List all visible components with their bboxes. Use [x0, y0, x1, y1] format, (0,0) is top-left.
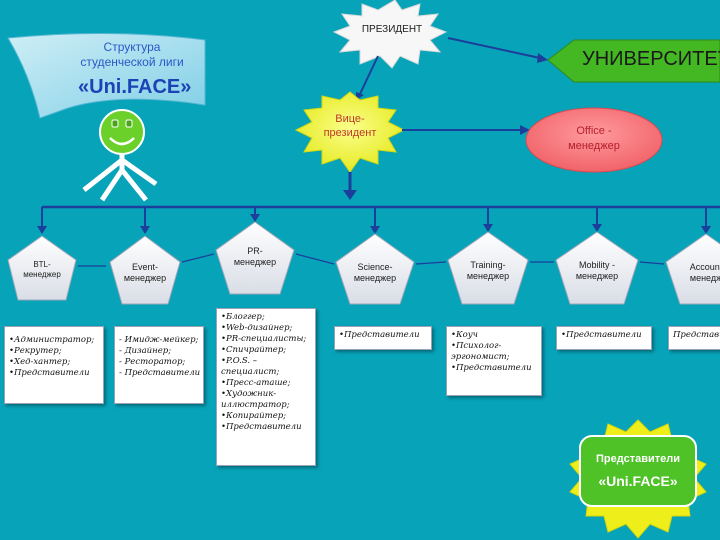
duty-item: - Имидж-мейкер; [119, 335, 199, 345]
duty-item: Представит [673, 330, 720, 340]
banner-ribbon [7, 32, 206, 119]
manager-label-btl: BTL- менеджер [23, 260, 61, 279]
duties-pr: •Блоггер; •Web-дизайнер; •PR-специалисты… [216, 308, 316, 466]
arrow-president-university [447, 37, 541, 59]
manager-label-account: Account менедж [689, 262, 720, 283]
duty-item: •Копирайтер; [221, 411, 287, 421]
manager-label-event: Event- менеджер [123, 262, 167, 283]
manager-label-mobility: Mobility - менеджер [575, 260, 619, 281]
duty-item: •Коуч [451, 330, 478, 340]
duty-item: •Хед-хантер; [9, 357, 71, 367]
duties-btl: •Администратор; •Рекрутер; •Хед-хантер; … [4, 326, 104, 404]
duty-item: •Психолог- [451, 341, 502, 351]
duty-item: •Рекрутер; [9, 346, 62, 356]
duty-item: •Спичрайтер; [221, 345, 287, 355]
banner-brand: «Uni.FACE» [78, 76, 192, 98]
pentagon-mobility [555, 231, 639, 305]
office-manager-ellipse [525, 107, 663, 173]
duty-item: - Дизайнер; [119, 346, 172, 356]
university-label: УНИВЕРСИТЕТ [582, 48, 720, 70]
duty-item: - Ресторатор; [119, 357, 186, 367]
pentagon-btl [7, 235, 77, 301]
duty-item: эргономист; [451, 352, 510, 362]
duties-mobility: •Представители [556, 326, 652, 350]
manager-label-science: Science- менеджер [353, 262, 397, 283]
duty-item: - Представители [119, 368, 201, 378]
representatives-box [579, 435, 697, 507]
representatives-line-1: Представители [596, 453, 680, 465]
banner-line-2: студенческой лиги [80, 55, 184, 69]
representatives-label: Представители «Uni.FACE» [580, 440, 696, 502]
duty-item: иллюстратор; [221, 400, 290, 410]
office-manager-label: Office - менеджер [568, 125, 620, 152]
duties-account: Представит [668, 326, 720, 350]
duty-item: •Блоггер; [221, 312, 265, 322]
manager-label-pr: PR- менеджер [233, 246, 277, 267]
duties-event: - Имидж-мейкер; - Дизайнер; - Ресторатор… [114, 326, 204, 404]
duty-item: •Web-дизайнер; [221, 323, 293, 333]
duty-item: •Представители [561, 330, 642, 340]
duty-item: •P.O.S. – [221, 356, 258, 366]
duty-item: •Представители [339, 330, 420, 340]
president-label: ПРЕЗИДЕНТ [361, 24, 423, 35]
duty-item: •Администратор; [9, 335, 95, 345]
banner-line-1: Структура [103, 40, 161, 54]
pentagon-science [335, 233, 415, 305]
duty-item: •PR-специалисты; [221, 334, 307, 344]
duty-item: •Пресс-аташе; [221, 378, 291, 388]
pentagon-event [109, 235, 181, 305]
university-banner [547, 39, 720, 83]
duties-training: •Коуч •Психолог- эргономист; •Представит… [446, 326, 542, 396]
pentagon-pr [215, 221, 295, 295]
duty-item: •Художник- [221, 389, 277, 399]
representatives-line-2: «Uni.FACE» [598, 473, 678, 489]
duty-item: специалист; [221, 367, 280, 377]
banner-title: Структура студенческой лиги [62, 40, 202, 70]
duties-science: •Представители [334, 326, 432, 350]
duty-item: •Представители [221, 422, 302, 432]
pentagon-account [665, 233, 720, 305]
mascot-figure [82, 109, 158, 202]
pentagon-training [447, 231, 529, 305]
manager-label-training: Training- менеджер [466, 260, 510, 281]
president-starburst [332, 0, 448, 69]
arrow-president-vp [359, 55, 379, 95]
vice-president-label: Вице- президент [323, 113, 377, 139]
duty-item: •Представители [9, 368, 90, 378]
duty-item: •Представители [451, 363, 532, 373]
